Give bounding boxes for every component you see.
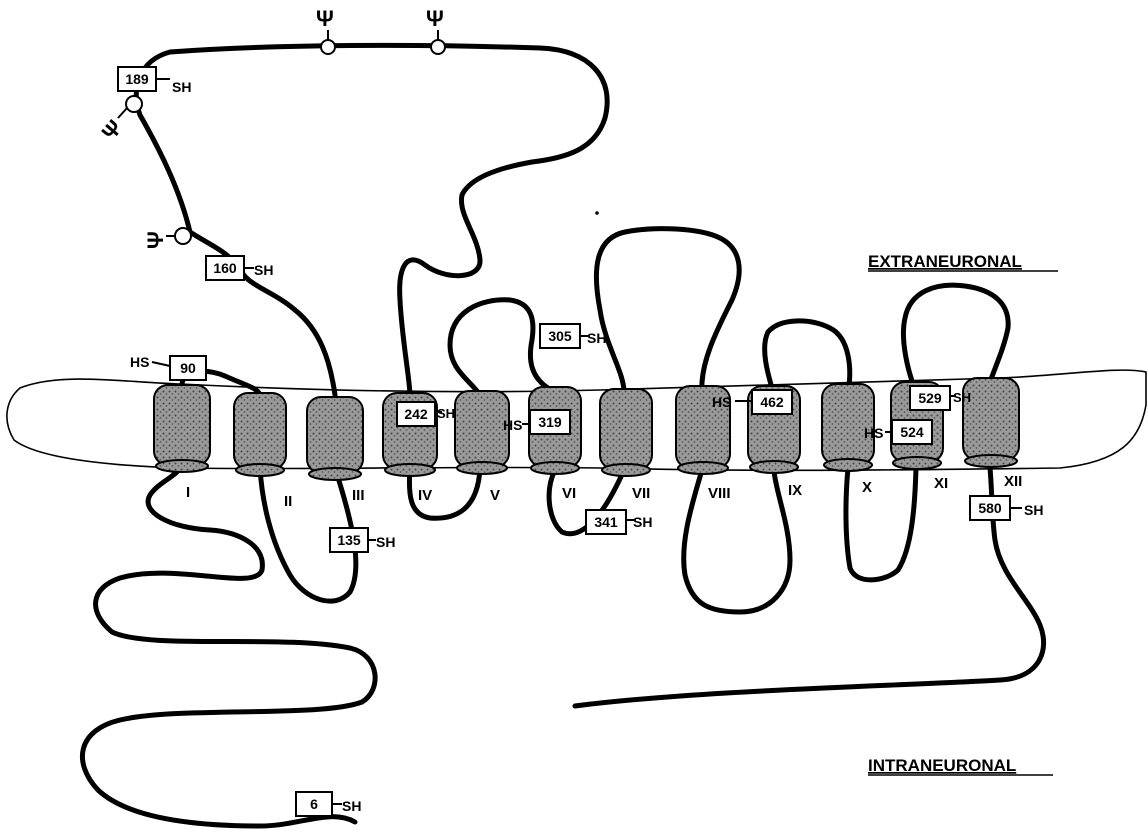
- helix-label: IX: [788, 482, 802, 499]
- glycosylation-site: Ψ: [97, 96, 142, 145]
- intraneuronal-label: INTRANEURONAL: [868, 756, 1016, 775]
- svg-text:305: 305: [548, 328, 572, 344]
- helix-label: VII: [632, 485, 650, 502]
- svg-text:341: 341: [594, 514, 618, 530]
- svg-text:524: 524: [900, 424, 924, 440]
- svg-text:SH: SH: [1024, 502, 1043, 518]
- svg-text:SH: SH: [376, 534, 395, 550]
- svg-text:160: 160: [213, 260, 237, 276]
- svg-text:HS: HS: [503, 417, 522, 433]
- svg-text:6: 6: [310, 796, 318, 812]
- helix-label: VIII: [708, 485, 731, 502]
- loop-11-12: [903, 285, 1008, 392]
- helix-I: [154, 385, 210, 472]
- cysteine-160: 160 SH: [206, 256, 273, 280]
- helix-label: III: [352, 487, 365, 504]
- loop-8-9: [684, 470, 790, 612]
- svg-text:SH: SH: [172, 79, 191, 95]
- loop-10-11: [846, 468, 916, 580]
- speck: [595, 211, 599, 215]
- svg-text:SH: SH: [633, 514, 652, 530]
- svg-text:462: 462: [760, 394, 784, 410]
- svg-text:SH: SH: [342, 798, 361, 814]
- n-terminal-tail: [82, 462, 375, 826]
- helix-label: V: [490, 487, 500, 504]
- cysteine-305: 305 SH: [540, 324, 606, 348]
- helix-VII: [600, 389, 652, 476]
- helix-label: II: [284, 493, 292, 510]
- psi-icon: Ψ: [143, 231, 168, 249]
- svg-text:189: 189: [125, 71, 149, 87]
- psi-icon: Ψ: [316, 6, 334, 31]
- cysteine-580: 580 SH: [970, 496, 1043, 520]
- glycosylation-site: Ψ: [143, 228, 191, 249]
- svg-text:HS: HS: [864, 425, 883, 441]
- cysteine-6: 6 SH: [296, 792, 361, 816]
- cysteine-341: 341 SH: [586, 510, 652, 534]
- helix-label: XII: [1004, 473, 1022, 490]
- svg-text:SH: SH: [587, 330, 606, 346]
- svg-text:HS: HS: [130, 354, 149, 370]
- cysteine-189: 189 SH: [118, 67, 191, 95]
- svg-text:319: 319: [538, 414, 562, 430]
- helix-label: X: [862, 479, 872, 496]
- svg-text:SH: SH: [254, 262, 273, 278]
- svg-text:529: 529: [918, 390, 942, 406]
- helix-III: [307, 397, 363, 480]
- svg-text:90: 90: [180, 360, 196, 376]
- psi-icon: Ψ: [97, 115, 128, 145]
- svg-text:HS: HS: [712, 394, 731, 410]
- svg-text:135: 135: [337, 532, 361, 548]
- loop-7-8: [596, 229, 739, 392]
- helix-II: [234, 393, 286, 476]
- svg-text:242: 242: [404, 406, 428, 422]
- loop-3-4: [136, 45, 607, 396]
- cysteine-135: 135 SH: [330, 528, 395, 552]
- helix-label: IV: [418, 487, 432, 504]
- helix-label: XI: [934, 475, 948, 492]
- psi-icon: Ψ: [426, 6, 444, 31]
- extraneuronal-label: EXTRANEURONAL: [868, 252, 1022, 271]
- svg-text:SH: SH: [953, 390, 971, 405]
- svg-text:580: 580: [978, 500, 1002, 516]
- helix-XII: [963, 378, 1019, 467]
- cysteine-90: 90 HS: [130, 354, 206, 380]
- helix-label: VI: [562, 485, 576, 502]
- helix-V: [455, 391, 509, 474]
- svg-text:SH: SH: [437, 406, 455, 421]
- helix-label: I: [186, 484, 190, 501]
